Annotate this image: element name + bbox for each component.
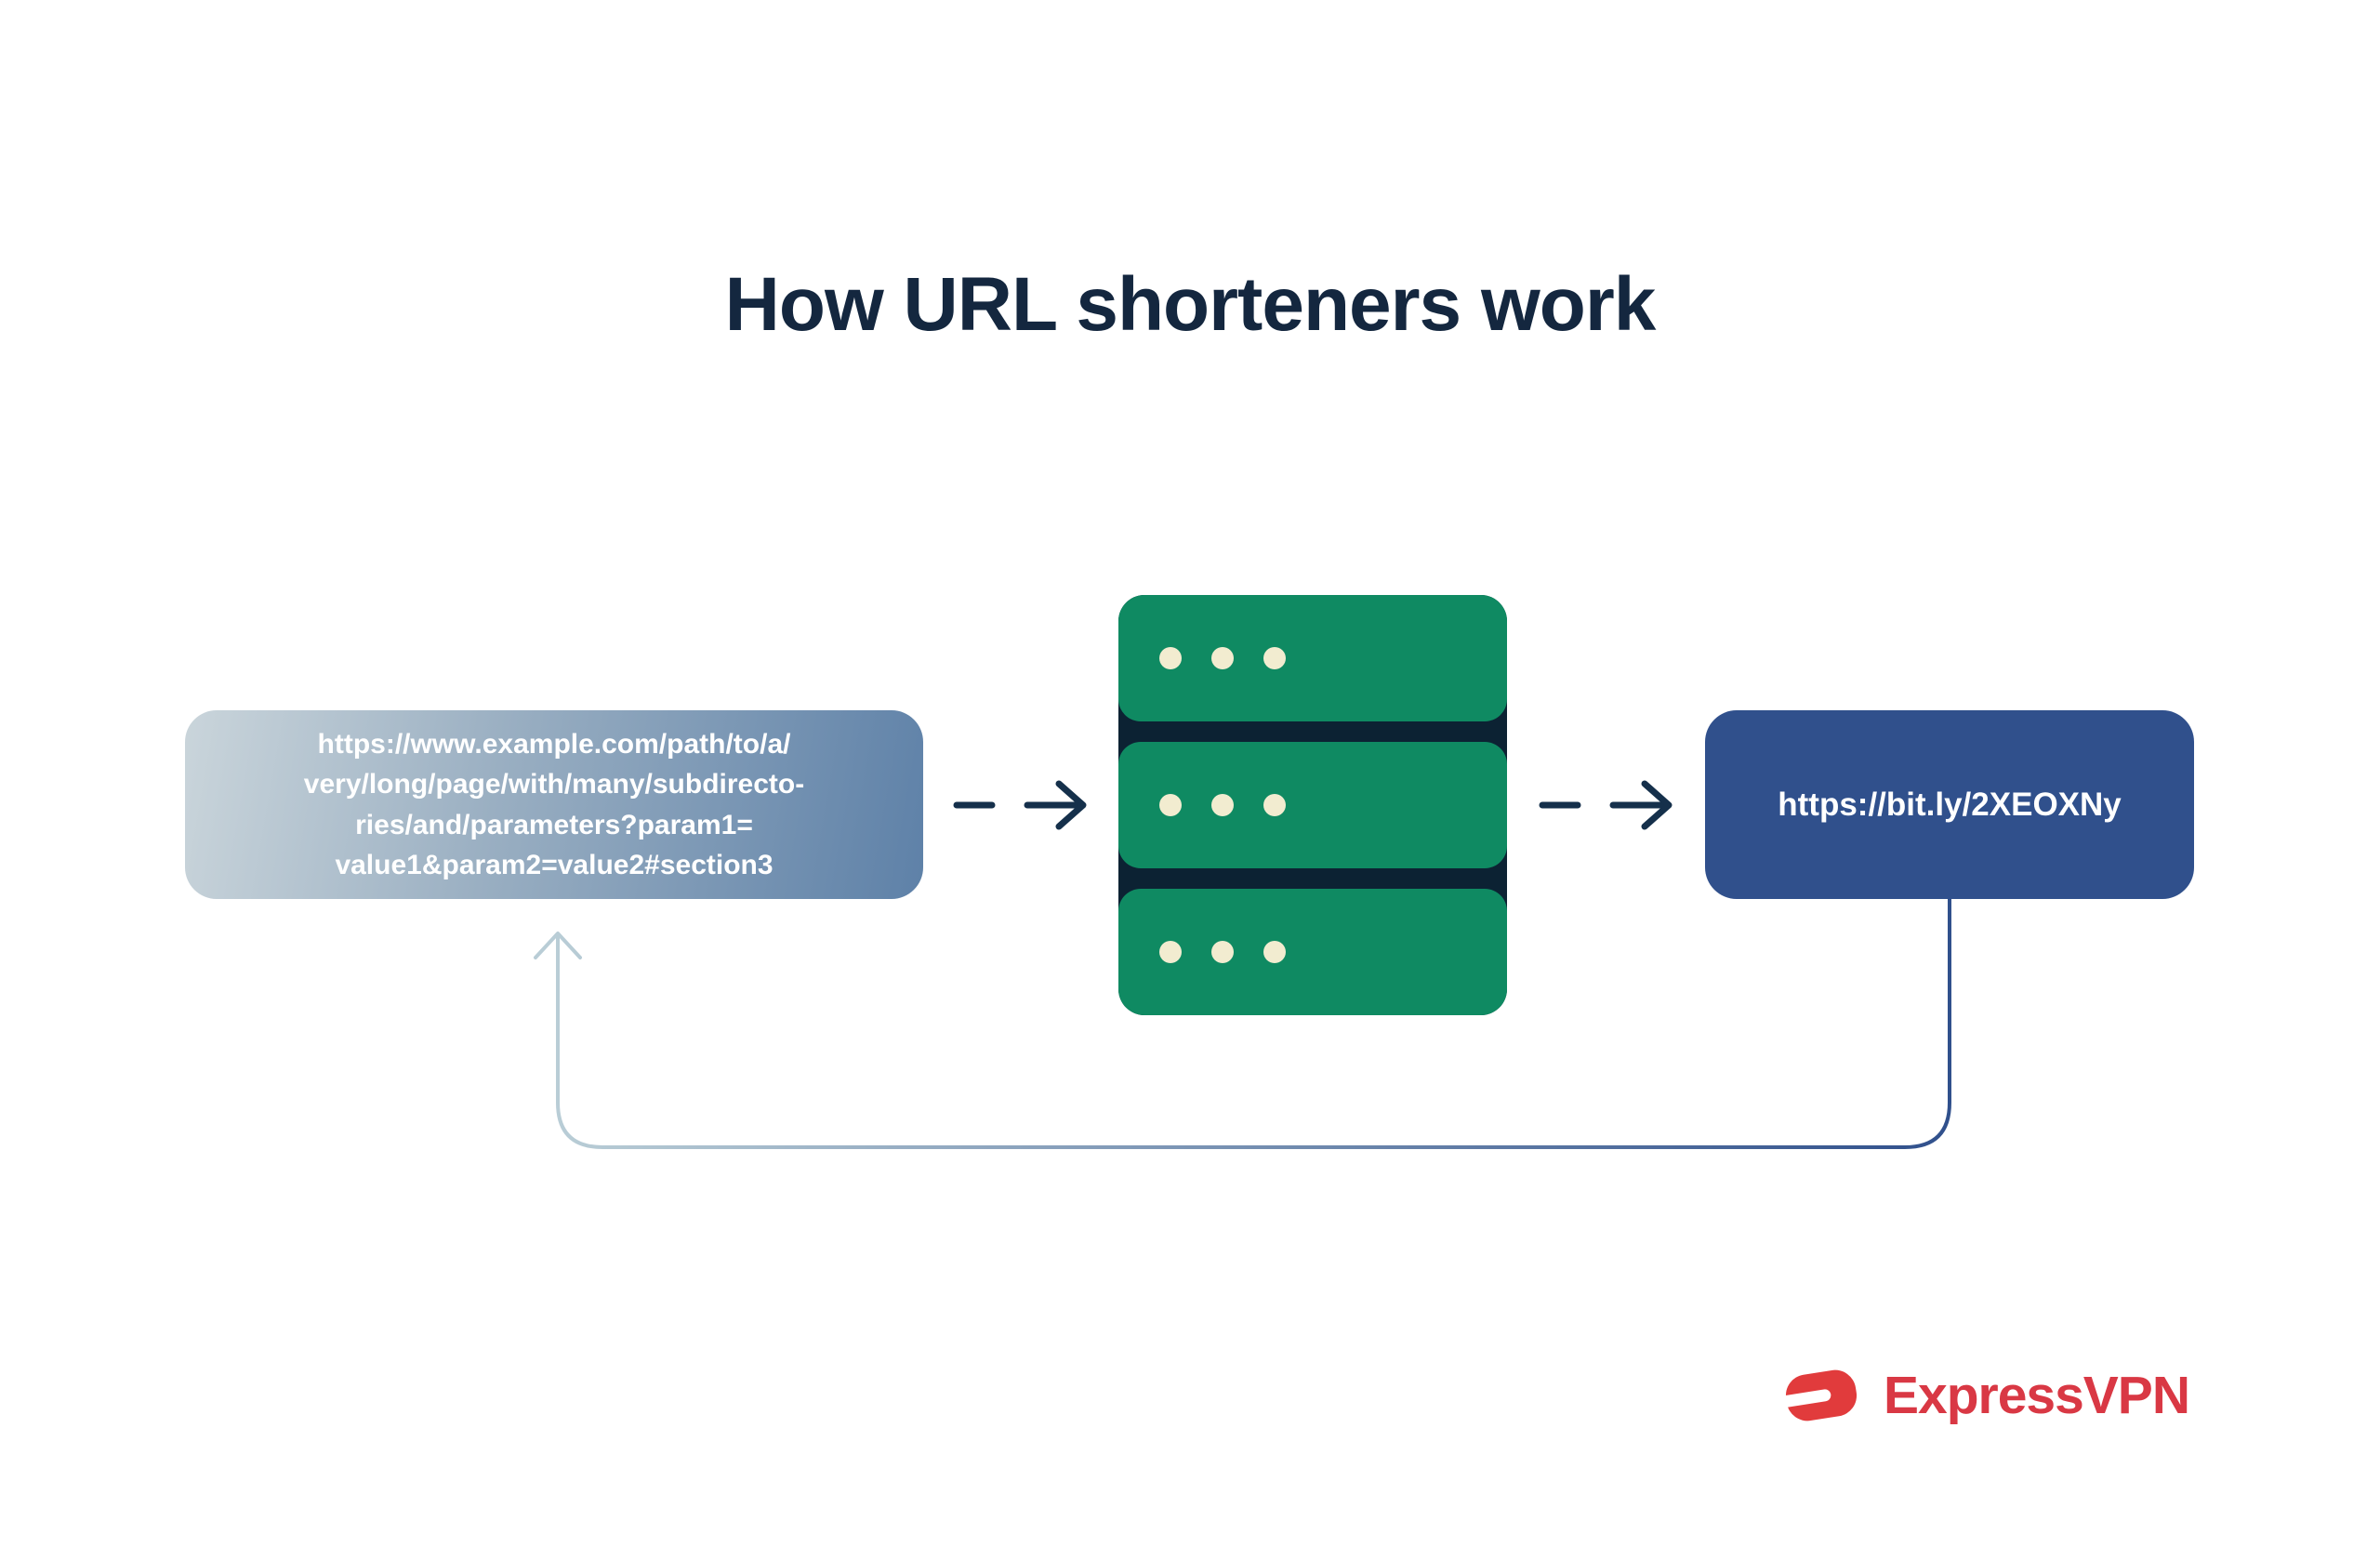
server-block [1118, 742, 1507, 868]
server-block [1118, 889, 1507, 1015]
server-led-dot [1159, 941, 1182, 963]
server-led-dot [1263, 941, 1286, 963]
flow-arrow-icon [1539, 780, 1673, 830]
server-block [1118, 595, 1507, 721]
server-led-dot [1211, 794, 1234, 816]
long-url-box: https://www.example.com/path/to/a/ very/… [185, 710, 923, 899]
expressvpn-logomark-icon [1780, 1369, 1858, 1421]
short-url-text: https://bit.ly/2XEOXNy [1778, 786, 2122, 823]
server-led-dot [1159, 794, 1182, 816]
expressvpn-logo: ExpressVPN [1780, 1365, 2190, 1426]
server-led-dot [1263, 794, 1286, 816]
diagram-title: How URL shorteners work [724, 261, 1657, 347]
server-led-dot [1211, 941, 1234, 963]
expressvpn-wordmark: ExpressVPN [1883, 1366, 2190, 1425]
flow-arrow-icon [953, 780, 1087, 830]
server-stack [1118, 595, 1507, 1015]
server-led-dot [1159, 647, 1182, 669]
server-led-dot [1211, 647, 1234, 669]
short-url-box: https://bit.ly/2XEOXNy [1705, 710, 2194, 899]
long-url-text: https://www.example.com/path/to/a/ very/… [303, 728, 805, 881]
server-led-dot [1263, 647, 1286, 669]
